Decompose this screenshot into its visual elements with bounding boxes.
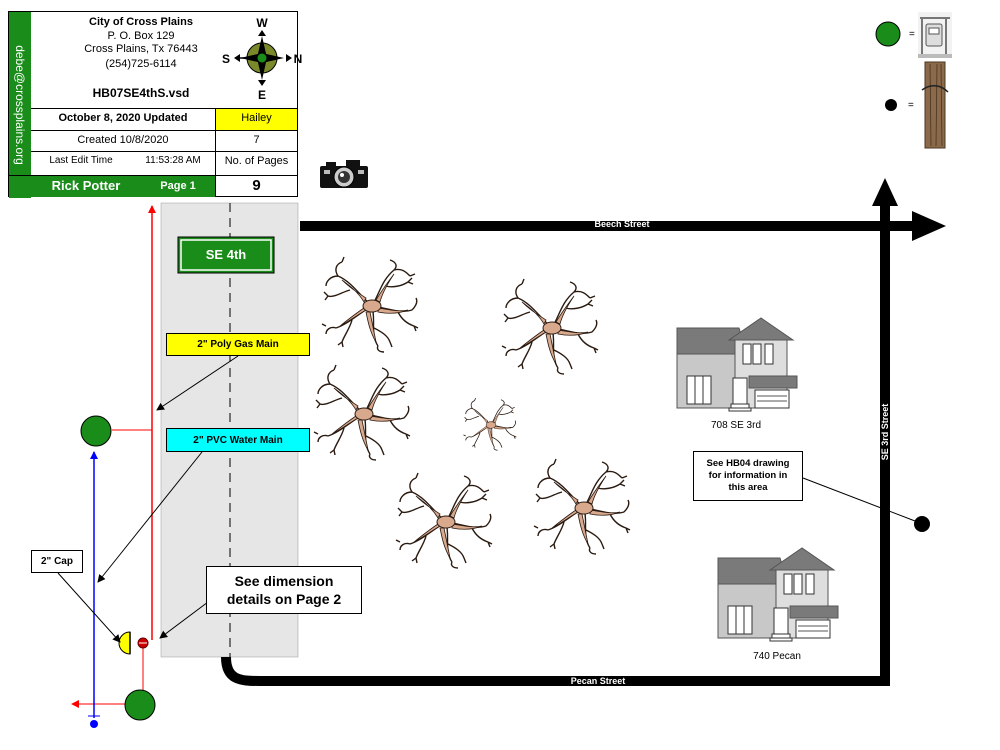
beech-street-label: Beech Street — [594, 219, 649, 229]
meter-icon — [124, 689, 156, 721]
tree — [321, 256, 419, 353]
hb04-leader — [802, 477, 916, 522]
hb04-note-callout: See HB04 drawing for information in this… — [693, 451, 803, 501]
title-block: debe@crossplains.org City of Cross Plain… — [8, 11, 298, 198]
dimension-leader — [159, 601, 209, 639]
water-main-leader — [97, 451, 203, 583]
compass-s: S — [222, 52, 230, 66]
wood-pole-icon — [921, 61, 949, 149]
created-date: Created 10/8/2020 — [77, 134, 169, 146]
cap-callout: 2" Cap — [31, 550, 83, 573]
author-name: Rick Potter — [51, 178, 121, 193]
camera-icon[interactable] — [320, 160, 368, 188]
author-bar — [9, 176, 215, 197]
divider — [215, 108, 216, 197]
legend-pole-icon — [885, 99, 897, 111]
cap-leader — [57, 572, 121, 643]
email-strip: debe@crossplains.org — [9, 12, 31, 198]
divider — [31, 151, 297, 152]
house-740-label: 740 Pecan — [753, 651, 801, 662]
po-box: P. O. Box 129 — [107, 30, 175, 42]
org-name: City of Cross Plains — [89, 16, 193, 28]
meter-icon — [80, 415, 112, 447]
person-cell — [216, 109, 297, 130]
gas-main-label: 2" Poly Gas Main — [197, 339, 279, 350]
house-708-label: 708 SE 3rd — [711, 420, 761, 431]
house-708-se3rd — [676, 317, 798, 412]
gas-main-leader — [156, 355, 239, 411]
compass-e: E — [258, 88, 266, 102]
compass-icon — [234, 30, 292, 86]
last-edit-label: Last Edit Time — [49, 155, 113, 166]
tree — [313, 364, 411, 461]
street-sign — [177, 236, 275, 274]
last-edit-time: 11:53:28 AM — [145, 155, 201, 166]
divider — [31, 130, 297, 131]
pages-label: No. of Pages — [224, 155, 289, 167]
person-name: Hailey — [241, 112, 272, 124]
legend-pole-equals: = — [908, 100, 914, 111]
pole-icon — [914, 516, 930, 532]
gas-main-callout: 2" Poly Gas Main — [166, 333, 310, 356]
beech-street-arrow — [912, 211, 946, 241]
beech-street-line — [300, 221, 916, 231]
divider — [9, 175, 297, 176]
divider — [31, 108, 297, 109]
water-main-label: 2" PVC Water Main — [193, 434, 283, 446]
cap-label: 2" Cap — [41, 556, 73, 567]
hb04-note-text: See HB04 drawing for information in this… — [706, 458, 790, 493]
page-label: Page 1 — [160, 180, 196, 192]
water-main-callout: 2" PVC Water Main — [166, 428, 310, 452]
dimension-note-callout: See dimension details on Page 2 — [206, 566, 362, 614]
dimension-note-text: See dimension details on Page 2 — [226, 573, 342, 607]
updated-date: October 8, 2020 Updated — [58, 112, 188, 124]
cap-icon — [118, 631, 131, 655]
house-740-pecan — [717, 547, 839, 642]
pecan-street-line — [221, 656, 888, 686]
legend-meter-equals: = — [909, 29, 915, 40]
phone: (254)725-6114 — [105, 58, 177, 70]
page-count: 9 — [252, 177, 261, 194]
tree — [533, 458, 631, 555]
se3rd-street-line — [880, 204, 890, 686]
gas-meter-icon — [918, 12, 952, 58]
file-name: HB07SE4thS.vsd — [92, 86, 190, 100]
tree — [395, 472, 493, 569]
pages-value: 7 — [253, 134, 260, 146]
legend-meter-icon — [875, 21, 901, 47]
compass-w: W — [256, 16, 268, 30]
water-end-icon — [90, 720, 98, 728]
compass-n: N — [294, 52, 303, 66]
pecan-street-label: Pecan Street — [571, 676, 626, 686]
tree — [463, 397, 517, 451]
street-sign-text: SE 4th — [206, 247, 247, 262]
se3rd-street-label: SE 3rd Street — [880, 404, 890, 461]
city-state: Cross Plains, Tx 76443 — [84, 43, 198, 55]
tree — [501, 278, 599, 375]
se3rd-street-arrow — [872, 178, 898, 206]
